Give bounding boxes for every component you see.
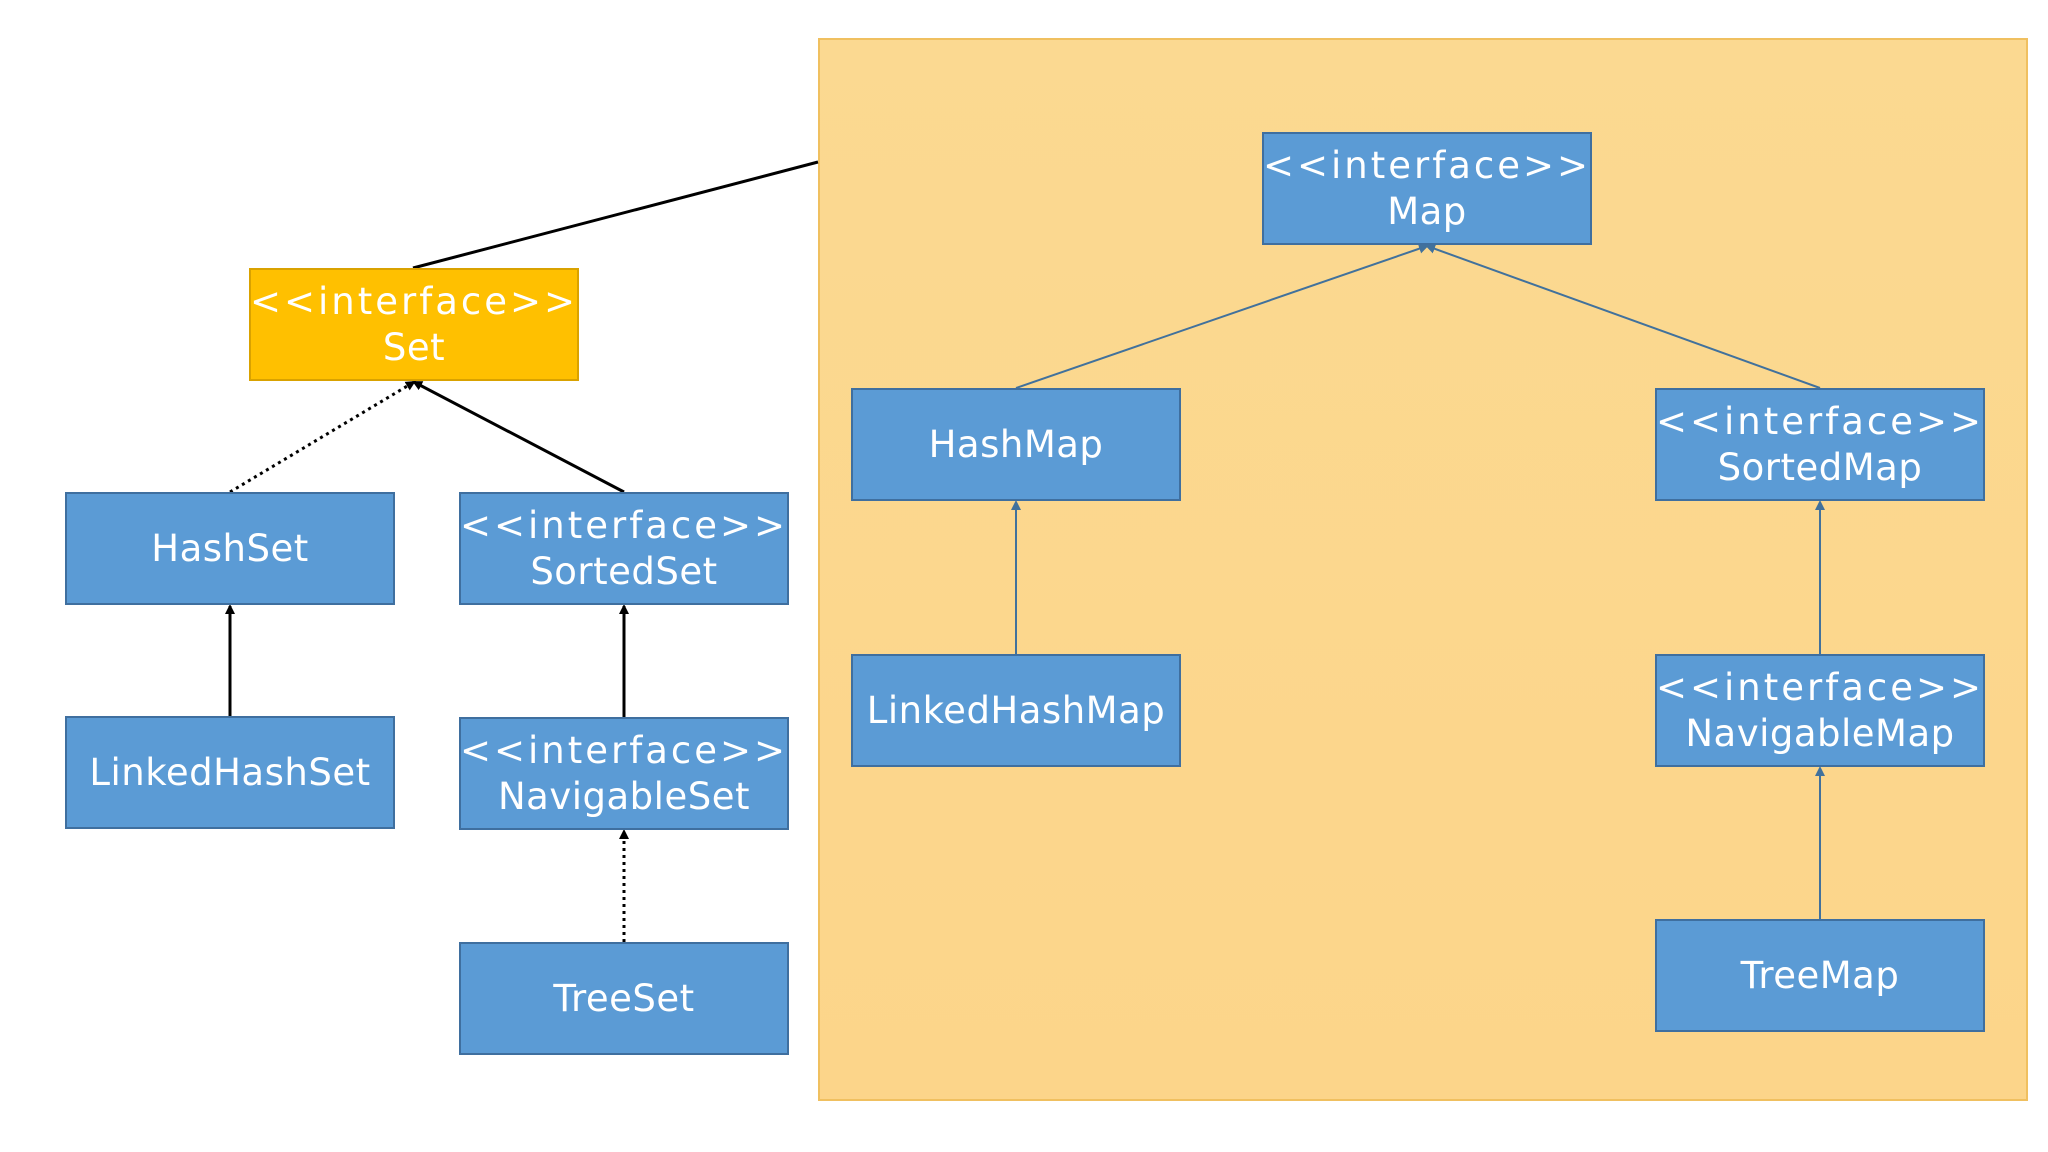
hashset-node: HashSet [65, 492, 395, 605]
navigablemap-name: NavigableMap [1685, 711, 1955, 755]
map-name: Map [1387, 189, 1467, 233]
hashmap-name: HashMap [928, 422, 1104, 466]
map-interface-node: <<interface>> Map [1262, 132, 1592, 245]
treemap-name: TreeMap [1740, 953, 1900, 997]
set-interface-node: <<interface>> Set [249, 268, 579, 381]
linkedhashmap-node: LinkedHashMap [851, 654, 1181, 767]
linkedhashset-node: LinkedHashSet [65, 716, 395, 829]
navigableset-name: NavigableSet [498, 774, 750, 818]
sortedset-stereotype: <<interface>> [459, 503, 789, 547]
linkedhashmap-name: LinkedHashMap [866, 688, 1166, 732]
navigableset-stereotype: <<interface>> [459, 728, 789, 772]
sortedmap-stereotype: <<interface>> [1655, 399, 1985, 443]
edge-hashset-to-set [229, 380, 416, 494]
edge-sortedset-to-set [412, 380, 625, 494]
set-stereotype: <<interface>> [249, 279, 579, 323]
treeset-node: TreeSet [459, 942, 789, 1055]
sortedmap-interface-node: <<interface>> SortedMap [1655, 388, 1985, 501]
treeset-name: TreeSet [553, 976, 695, 1020]
hashmap-node: HashMap [851, 388, 1181, 501]
set-name: Set [382, 325, 446, 369]
map-stereotype: <<interface>> [1262, 143, 1592, 187]
sortedset-name: SortedSet [530, 549, 718, 593]
navigablemap-stereotype: <<interface>> [1655, 665, 1985, 709]
navigableset-interface-node: <<interface>> NavigableSet [459, 717, 789, 830]
sortedmap-name: SortedMap [1717, 445, 1923, 489]
set-to-panel-callout [412, 160, 819, 270]
treemap-node: TreeMap [1655, 919, 1985, 1032]
linkedhashset-name: LinkedHashSet [89, 750, 371, 794]
hashset-name: HashSet [151, 526, 309, 570]
navigablemap-interface-node: <<interface>> NavigableMap [1655, 654, 1985, 767]
sortedset-interface-node: <<interface>> SortedSet [459, 492, 789, 605]
